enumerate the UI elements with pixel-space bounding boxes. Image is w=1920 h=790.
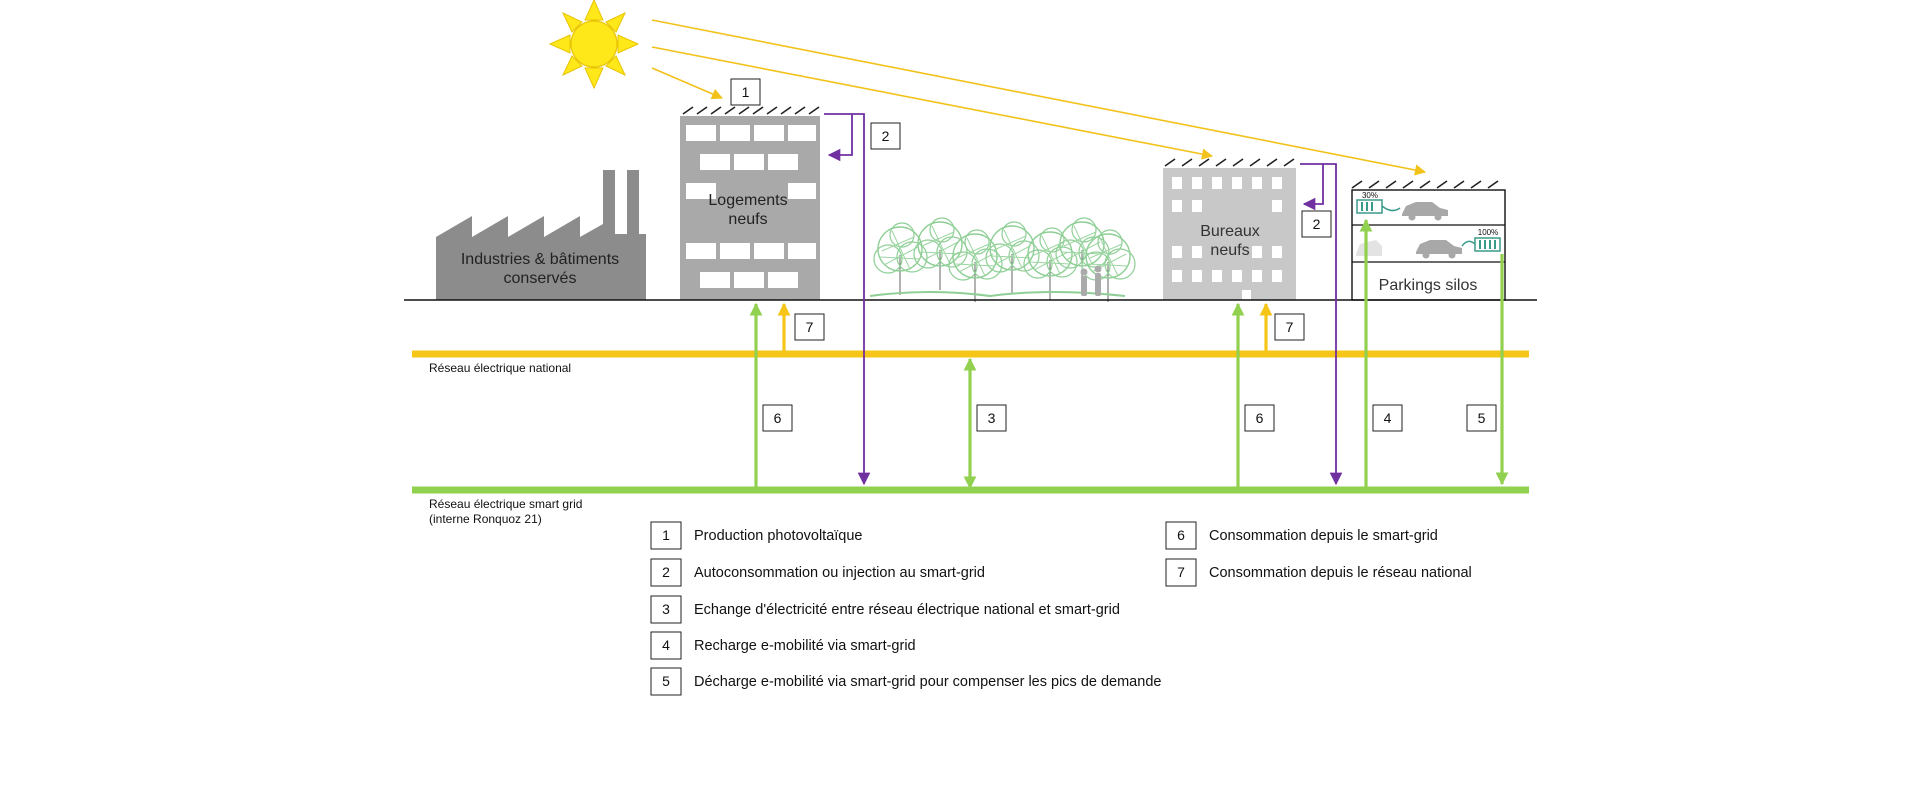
svg-text:1: 1 — [662, 527, 670, 543]
svg-text:Consommation depuis le smart-g: Consommation depuis le smart-grid — [1209, 528, 1438, 544]
svg-text:Recharge e-mobilité via smart-: Recharge e-mobilité via smart-grid — [694, 638, 916, 654]
marker-7-bureaux: 7 — [1274, 313, 1305, 341]
marker-2-logements: 2 — [870, 122, 901, 150]
marker-5: 5 — [1466, 404, 1497, 432]
solar-rays — [651, 19, 1427, 176]
people-icon — [1080, 265, 1102, 296]
legend: 1 Production photovoltaïque 2 Autoconsom… — [650, 521, 1472, 696]
svg-text:2: 2 — [882, 128, 890, 144]
sun-icon — [548, 0, 640, 90]
battery-low-label: 30% — [1362, 191, 1378, 200]
svg-text:2: 2 — [662, 564, 670, 580]
legend-item-3: 3 Echange d'électricité entre réseau éle… — [650, 595, 1120, 624]
legend-item-1: 1 Production photovoltaïque — [650, 521, 863, 550]
industries-label-line1: Industries & bâtiments — [461, 251, 619, 268]
svg-text:Production photovoltaïque: Production photovoltaïque — [694, 528, 863, 544]
marker-4: 4 — [1372, 404, 1403, 432]
svg-text:7: 7 — [1286, 319, 1294, 335]
legend-item-4: 4 Recharge e-mobilité via smart-grid — [650, 631, 916, 660]
svg-text:5: 5 — [662, 673, 670, 689]
svg-text:Autoconsommation ou injection: Autoconsommation ou injection au smart-g… — [694, 565, 985, 581]
svg-text:6: 6 — [774, 410, 782, 426]
smart-grid-flow-arrows — [749, 218, 1509, 490]
car-icon — [1356, 240, 1382, 256]
trees-and-people — [869, 217, 1136, 303]
battery-charger-icon: 30% — [1356, 191, 1401, 214]
bureaux-building: Bureaux neufs — [1163, 158, 1296, 300]
parkings-label: Parkings silos — [1379, 277, 1478, 294]
parking-silo-building: 30% 100% Parkings silos — [1351, 180, 1506, 301]
svg-text:1: 1 — [742, 84, 750, 100]
flow-markers: 1 2 2 7 7 6 3 6 — [730, 78, 1497, 432]
marker-2-bureaux: 2 — [1301, 210, 1332, 238]
bureaux-label-line2: neufs — [1210, 242, 1249, 259]
smart-grid-label-line2: (interne Ronquoz 21) — [429, 512, 542, 526]
marker-7-logements: 7 — [794, 313, 825, 341]
marker-6-bureaux: 6 — [1244, 404, 1275, 432]
legend-item-2: 2 Autoconsommation ou injection au smart… — [650, 558, 985, 587]
svg-text:4: 4 — [1384, 410, 1392, 426]
battery-charger-icon: 100% — [1461, 228, 1501, 252]
marker-3: 3 — [976, 404, 1007, 432]
svg-text:Echange d'électricité entre ré: Echange d'électricité entre réseau élect… — [694, 602, 1120, 618]
solar-panels-icon — [1164, 158, 1295, 167]
svg-text:7: 7 — [1177, 564, 1185, 580]
national-grid-flow-arrows — [777, 302, 1273, 351]
logements-label-line1: Logements — [708, 192, 787, 209]
svg-text:Décharge e-mobilité via smart-: Décharge e-mobilité via smart-grid pour … — [694, 674, 1161, 690]
national-grid-label: Réseau électrique national — [429, 361, 571, 375]
svg-text:6: 6 — [1177, 527, 1185, 543]
svg-text:4: 4 — [662, 637, 670, 653]
svg-text:7: 7 — [806, 319, 814, 335]
svg-text:Consommation depuis le réseau: Consommation depuis le réseau national — [1209, 565, 1472, 581]
svg-text:2: 2 — [1313, 216, 1321, 232]
svg-text:3: 3 — [662, 601, 670, 617]
solar-panels-icon — [1351, 180, 1499, 189]
svg-text:6: 6 — [1256, 410, 1264, 426]
marker-6-logements: 6 — [762, 404, 793, 432]
battery-full-label: 100% — [1478, 228, 1498, 237]
logements-building: Logements neufs — [680, 106, 820, 300]
marker-1: 1 — [730, 78, 761, 106]
self-consumption-arrows — [824, 113, 1343, 486]
smart-grid-label-line1: Réseau électrique smart grid — [429, 497, 582, 511]
svg-text:3: 3 — [988, 410, 996, 426]
industries-label-line2: conservés — [504, 270, 577, 287]
industries-building: Industries & bâtiments conservés — [436, 170, 646, 300]
svg-text:5: 5 — [1478, 410, 1486, 426]
legend-item-7: 7 Consommation depuis le réseau national — [1165, 558, 1472, 587]
legend-item-6: 6 Consommation depuis le smart-grid — [1165, 521, 1438, 550]
legend-item-5: 5 Décharge e-mobilité via smart-grid pou… — [650, 667, 1161, 696]
solar-panels-icon — [682, 106, 820, 115]
bureaux-label-line1: Bureaux — [1200, 223, 1260, 240]
logements-label-line2: neufs — [728, 211, 767, 228]
